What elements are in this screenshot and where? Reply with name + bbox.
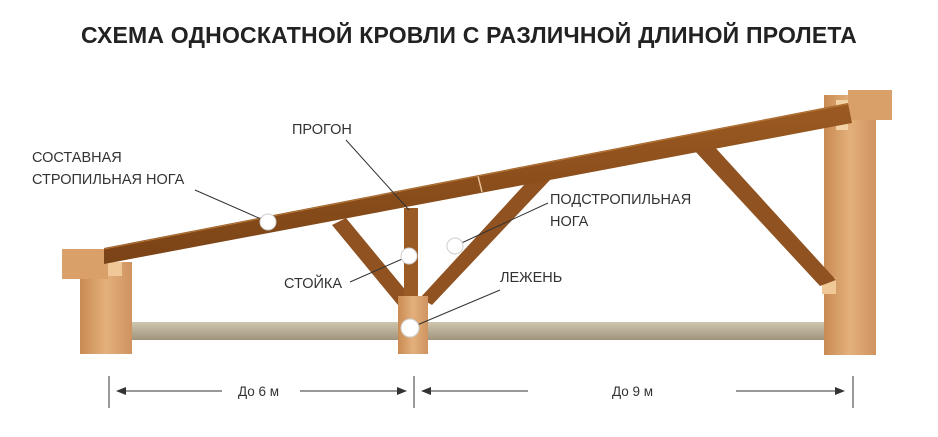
dim-arrowhead [116,387,126,395]
leader-purlin [345,139,410,211]
floor-beam [128,322,828,340]
dim-arrowhead [421,387,431,395]
dim-arrowhead [835,387,845,395]
rafter-highlight [103,103,849,250]
label-lezhen: ЛЕЖЕНЬ [500,270,562,286]
dim-label-right: До 9 м [612,384,653,399]
marker-composite-rafter [259,213,277,231]
dimension-lines [108,376,854,408]
composite-rafter [104,103,852,264]
rafter-splice [477,175,483,193]
under-rafter-leg [420,172,550,305]
label-post: СТОЙКА [284,274,342,292]
label-composite-rafter-line1: СОСТАВНАЯ [32,150,122,166]
leader-lezhen [409,289,501,329]
dim-label-left: До 6 м [238,384,279,399]
leader-under-rafter [454,202,549,247]
left-strut [332,218,412,305]
leader-post [349,255,410,283]
marker-under-rafter [446,237,464,255]
dim-arrowhead [397,387,407,395]
marker-post [400,247,418,265]
left-wall [62,249,132,354]
diagram-title: СХЕМА ОДНОСКАТНОЙ КРОВЛИ С РАЗЛИЧНОЙ ДЛИ… [81,22,857,48]
marker-lezhen [400,318,420,338]
label-under-rafter-line1: ПОДСТРОПИЛЬНАЯ [550,192,691,208]
right-strut [694,144,836,286]
markers [259,213,464,338]
leader-lines [194,139,549,329]
label-purlin: ПРОГОН [292,122,352,138]
label-under-rafter-line2: НОГА [550,214,589,230]
right-wall [822,90,892,355]
label-composite-rafter-line2: СТРОПИЛЬНАЯ НОГА [32,172,185,188]
leader-composite-rafter [194,189,269,223]
